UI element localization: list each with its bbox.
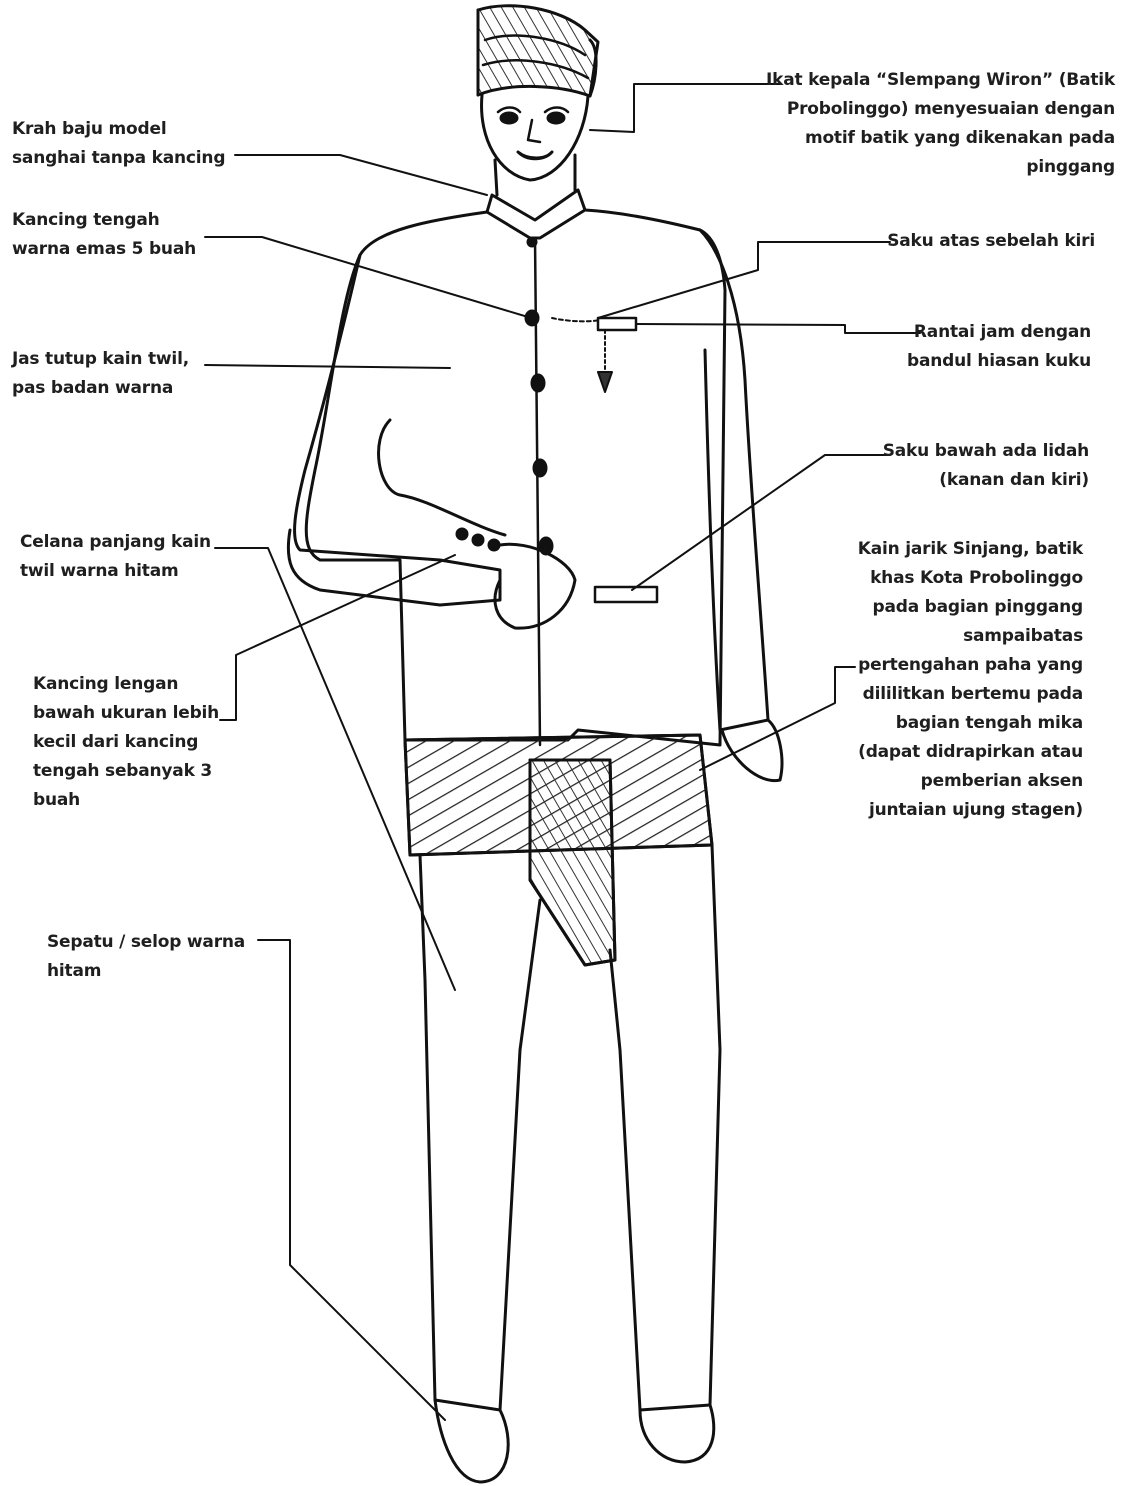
label-celana: Celana panjang kain twil warna hitam (20, 528, 211, 586)
label-kancing-lengan: Kancing lengan bawah ukuran lebih kecil … (33, 670, 219, 815)
label-ikat-kepala: Ikat kepala “Slempang Wiron” (Batik Prob… (766, 66, 1115, 182)
shoes (435, 1400, 714, 1482)
label-krah: Krah baju model sanghai tanpa kancing (12, 115, 225, 173)
label-jas: Jas tutup kain twil, pas badan warna (12, 345, 189, 403)
label-sepatu: Sepatu / selop warna hitam (47, 928, 245, 986)
label-kain-jarik: Kain jarik Sinjang, batik khas Kota Prob… (858, 535, 1083, 825)
label-saku-atas: Saku atas sebelah kiri (887, 227, 1095, 256)
collar (487, 190, 585, 238)
jacket (288, 210, 782, 781)
label-saku-bawah: Saku bawah ada lidah (kanan dan kiri) (883, 437, 1089, 495)
center-buttons (526, 238, 552, 554)
headband (478, 6, 598, 96)
lower-pocket (595, 587, 657, 602)
head (482, 95, 588, 195)
label-rantai: Rantai jam dengan bandul hiasan kuku (907, 318, 1091, 376)
batik-wrap (405, 735, 712, 965)
upper-pocket (552, 318, 636, 392)
label-kancing-tengah: Kancing tengah warna emas 5 buah (12, 206, 196, 264)
